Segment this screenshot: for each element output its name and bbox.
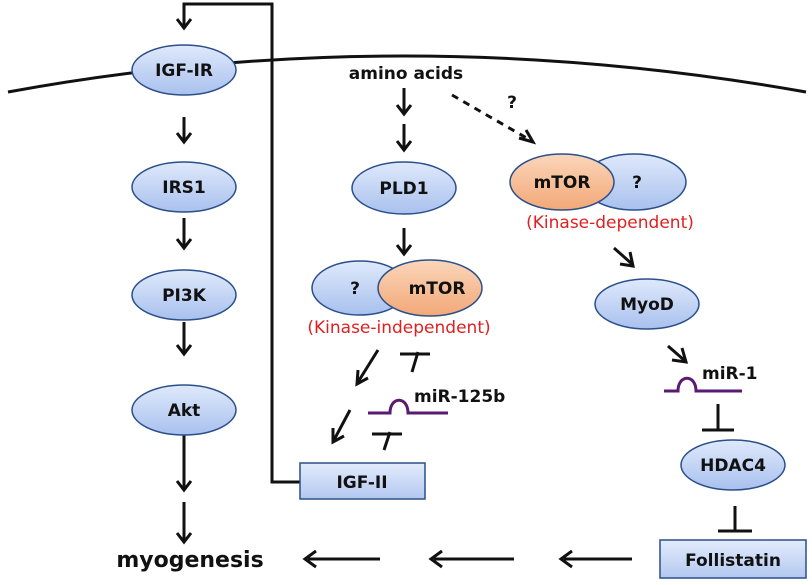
hdac4-label: HDAC4 (700, 456, 766, 476)
igf-ii-label: IGF-II (336, 473, 387, 493)
right-column-arrows (613, 246, 689, 364)
mir-1-label: miR-1 (702, 364, 758, 384)
pld1-label: PLD1 (379, 179, 428, 199)
hdac4-node: HDAC4 (680, 439, 786, 491)
middle-column-arrows (331, 88, 413, 445)
myogenesis-label: myogenesis (116, 548, 263, 573)
pld1-node: PLD1 (351, 161, 457, 215)
igf-ir-node: IGF-IR (131, 44, 237, 96)
mtor-right-node: mTOR (509, 153, 615, 211)
irs1-node: IRS1 (131, 161, 237, 213)
akt-node: Akt (131, 384, 237, 436)
feedback-loop-line (182, 2, 300, 484)
follistatin-label: Follistatin (685, 551, 781, 571)
unknown-partner-right-label: ? (632, 173, 642, 193)
unknown-partner-left-label: ? (350, 279, 360, 299)
irs1-label: IRS1 (162, 178, 206, 198)
myod-label: MyoD (620, 295, 674, 315)
amino-acids-label: amino acids (349, 64, 463, 84)
mir-125b-label: miR-125b (414, 387, 505, 407)
kinase-dependent-label: (Kinase-dependent) (526, 213, 694, 233)
left-column-arrows (175, 117, 193, 545)
bottom-arrows (302, 549, 632, 569)
akt-label: Akt (168, 401, 201, 421)
igf-ii-box: IGF-II (299, 462, 426, 500)
inhibition-marks (372, 351, 752, 533)
mtor-left-label: mTOR (409, 279, 466, 299)
mir-1-hairpin (664, 376, 742, 393)
dashed-question-label: ? (507, 93, 517, 113)
kinase-independent-label: (Kinase-independent) (307, 318, 490, 338)
cell-membrane (7, 54, 807, 94)
mir-125b-hairpin (368, 398, 448, 415)
dashed-arrowhead (518, 129, 537, 145)
pi3k-node: PI3K (131, 269, 237, 321)
dashed-arrow (451, 93, 531, 142)
pi3k-label: PI3K (162, 286, 207, 306)
myod-node: MyoD (594, 278, 700, 330)
mtor-left-node: mTOR (377, 259, 483, 317)
follistatin-box: Follistatin (659, 539, 807, 579)
feedback-loop-arrowhead (175, 18, 193, 31)
mtor-right-label: mTOR (534, 173, 591, 193)
igf-ir-label: IGF-IR (155, 61, 213, 81)
